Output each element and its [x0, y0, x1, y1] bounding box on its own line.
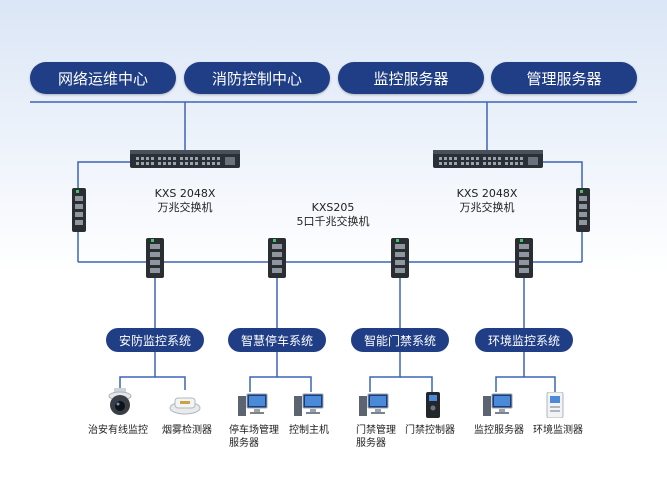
- monitor-server-label: 监控服务器: [474, 425, 524, 436]
- right-switch-model: KXS 2048X: [456, 187, 518, 200]
- smoke-detector-label: 烟雾检测器: [162, 425, 212, 436]
- access-controller-label: 门禁控制器: [405, 425, 455, 436]
- core-switch-right-icon: [433, 150, 543, 168]
- security-camera-label: 治安有线监控: [88, 425, 148, 436]
- core-switch-left-icon: [130, 150, 240, 168]
- middle-switch-label: KXS205 5口千兆交换机: [278, 201, 388, 229]
- access-server-icon: [359, 393, 389, 416]
- right-switch-label: KXS 2048X 万兆交换机: [432, 187, 542, 215]
- center-fire-control: 消防控制中心: [184, 62, 330, 94]
- left-switch-model: KXS 2048X: [154, 187, 216, 200]
- left-switch-label: KXS 2048X 万兆交换机: [130, 187, 240, 215]
- parking-server-icon: [238, 393, 268, 416]
- access-server-label: 门禁管理 服务器: [356, 425, 396, 449]
- middle-switch-model: KXS205: [311, 201, 355, 214]
- system-security-monitoring: 安防监控系统: [106, 328, 204, 352]
- control-host-icon: [294, 393, 324, 416]
- smoke-detector-icon: [169, 397, 201, 415]
- system-access-control: 智能门禁系统: [351, 328, 449, 352]
- center-management-server: 管理服务器: [491, 62, 637, 94]
- system-smart-parking: 智慧停车系统: [228, 328, 326, 352]
- monitor-server-icon: [483, 393, 513, 416]
- environment-monitor-label: 环境监测器: [533, 425, 583, 436]
- dome-camera-icon: [108, 388, 132, 415]
- access-switch-3-icon: [391, 238, 409, 278]
- environment-monitor-icon: [546, 392, 564, 418]
- control-host-label: 控制主机: [289, 425, 329, 436]
- access-switch-2-icon: [268, 238, 286, 278]
- middle-switch-desc: 5口千兆交换机: [296, 215, 370, 228]
- system-environment-monitoring: 环境监控系统: [475, 328, 573, 352]
- access-switch-4-icon: [515, 238, 533, 278]
- parking-server-label: 停车场管理 服务器: [229, 425, 279, 449]
- access-controller-icon: [426, 392, 440, 418]
- access-switch-1-icon: [146, 238, 164, 278]
- left-switch-desc: 万兆交换机: [157, 201, 213, 214]
- center-monitor-server: 监控服务器: [338, 62, 484, 94]
- right-switch-desc: 万兆交换机: [459, 201, 515, 214]
- center-network-ops: 网络运维中心: [30, 62, 176, 94]
- edge-switch-right-icon: [576, 188, 590, 232]
- edge-switch-left-icon: [72, 188, 86, 232]
